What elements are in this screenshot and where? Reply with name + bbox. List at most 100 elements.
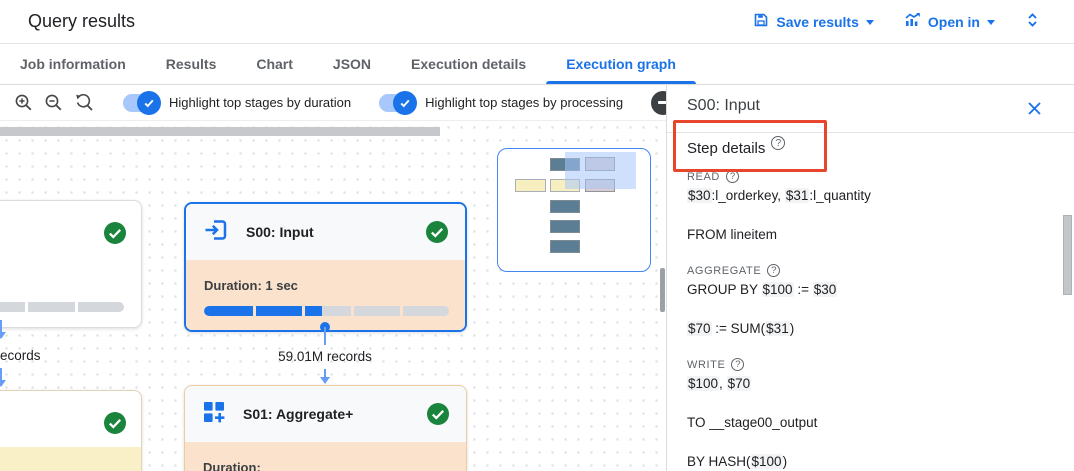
- tab-label: JSON: [332, 56, 372, 72]
- stage-duration: Duration: 1 sec: [204, 278, 298, 293]
- tab-chart[interactable]: Chart: [236, 44, 313, 84]
- save-results-label: Save results: [776, 13, 859, 30]
- unfold-icon: [1025, 12, 1040, 31]
- success-check-icon: [103, 411, 127, 435]
- input-stage-icon: [202, 216, 230, 249]
- edge-line: [324, 327, 326, 345]
- minimap-viewport[interactable]: [565, 152, 636, 189]
- text-segment: :l_quantity: [809, 188, 871, 203]
- variable-token: $31: [765, 321, 790, 336]
- minimap-stage-rect: [550, 220, 580, 233]
- stage-card-body: Duration: 1 sec: [186, 260, 465, 330]
- variable-token: $100: [761, 282, 794, 297]
- stage-card-header: S00: Input: [186, 204, 465, 260]
- execution-graph-pane: Highlight top stages by duration Highlig…: [0, 85, 666, 471]
- close-panel-button[interactable]: [1024, 98, 1044, 118]
- progress-segment-gap: [351, 306, 354, 316]
- content-area: Highlight top stages by duration Highlig…: [0, 85, 1074, 471]
- variable-token: $70: [687, 321, 712, 336]
- help-icon[interactable]: [731, 358, 745, 371]
- section-line: TO __stage00_output: [687, 413, 1038, 433]
- text-segment: ): [789, 321, 795, 336]
- edge-arrow-icon: [320, 377, 330, 384]
- settings-toggle-off[interactable]: [651, 90, 666, 115]
- stage-card-s00[interactable]: S00: Input Duration: 1 sec: [184, 202, 467, 332]
- help-icon[interactable]: [767, 264, 781, 277]
- header-bar: Query results Save results Open in: [0, 0, 1074, 44]
- variable-token: $30: [687, 188, 712, 203]
- zoom-in-button[interactable]: [14, 90, 34, 116]
- active-tab-underline: [546, 81, 696, 84]
- section-label: AGGREGATE: [687, 264, 762, 277]
- open-in-label: Open in: [927, 13, 980, 30]
- tab-label: Execution details: [411, 56, 527, 72]
- horizontal-scrollbar[interactable]: [0, 127, 440, 136]
- section-label-row: READ: [687, 170, 1038, 183]
- tab-results[interactable]: Results: [146, 44, 237, 84]
- highlight-duration-toggle[interactable]: [123, 90, 161, 115]
- highlight-processing-toggle[interactable]: [379, 90, 418, 115]
- minimap[interactable]: [497, 148, 651, 272]
- open-in-button[interactable]: Open in: [904, 12, 995, 31]
- stage-card-s01[interactable]: S01: Aggregate+ Duration:: [184, 385, 467, 471]
- tab-bar: Job information Results Chart JSON Execu…: [0, 44, 1074, 85]
- stage-card-partial-top[interactable]: [0, 200, 142, 328]
- text-segment: :l_orderkey,: [711, 188, 785, 203]
- edge-line: [324, 369, 326, 377]
- text-segment: TO __stage00_output: [687, 415, 818, 430]
- stage-card-partial-bottom[interactable]: [0, 390, 142, 471]
- stage-processing-highlight: [0, 447, 141, 471]
- section-line: FROM lineitem: [687, 225, 1038, 245]
- collapse-results-button[interactable]: [1025, 12, 1040, 31]
- text-segment: BY HASH(: [687, 454, 751, 469]
- help-icon[interactable]: [771, 136, 786, 150]
- toggle-check-icon: [393, 90, 418, 115]
- step-details-heading: Step details: [687, 136, 786, 157]
- progress-segment-gap: [25, 302, 29, 312]
- panel-section: AGGREGATE GROUP BY $100 := $30: [687, 264, 1038, 300]
- zoom-out-button[interactable]: [44, 90, 64, 116]
- section-line: $30:l_orderkey, $31:l_quantity: [687, 186, 1038, 206]
- section-line: GROUP BY $100 := $30: [687, 280, 1038, 300]
- panel-title: S00: Input: [687, 97, 760, 114]
- toggle-check-icon: [137, 90, 161, 115]
- minimap-stage-rect: [550, 240, 580, 253]
- progress-segment-gap: [302, 306, 305, 316]
- chart-icon: [904, 12, 921, 31]
- section-label-row: WRITE: [687, 358, 1038, 371]
- section-line: BY HASH($100): [687, 452, 1038, 471]
- edge-record-count: 59.01M records: [278, 349, 372, 364]
- help-icon[interactable]: [725, 170, 739, 183]
- tab-job-information[interactable]: Job information: [0, 44, 146, 84]
- minimap-stage-rect: [515, 179, 546, 192]
- progress-segment-gap: [400, 306, 403, 316]
- highlight-processing-label: Highlight top stages by processing: [425, 95, 624, 110]
- tab-execution-details[interactable]: Execution details: [391, 44, 546, 84]
- aggregate-stage-icon: [201, 399, 227, 430]
- text-segment: :=: [793, 282, 813, 297]
- caret-down-icon: [865, 19, 874, 25]
- variable-token: $30: [812, 282, 838, 297]
- stage-title: S01: Aggregate+: [243, 406, 354, 422]
- header-actions: Save results Open in: [753, 12, 1074, 31]
- highlight-duration-label: Highlight top stages by duration: [169, 95, 352, 110]
- panel-section: WRITE$100, $70: [687, 358, 1038, 394]
- minimap-stage-rect: [550, 200, 580, 213]
- save-results-button[interactable]: Save results: [753, 12, 874, 31]
- tab-json[interactable]: JSON: [313, 44, 391, 84]
- reset-zoom-button[interactable]: [74, 90, 95, 116]
- step-details-label: Step details: [687, 140, 766, 157]
- stage-card-body: Duration:: [185, 442, 466, 471]
- variable-token: $31: [784, 188, 810, 203]
- toggle-dash-icon: [651, 90, 666, 115]
- panel-scrollbar[interactable]: [1063, 215, 1072, 295]
- variable-token: $100: [687, 376, 720, 391]
- section-line: $70 := SUM($31): [687, 319, 1038, 339]
- tab-execution-graph[interactable]: Execution graph: [546, 44, 696, 84]
- graph-canvas[interactable]: S00: Input Duration: 1 sec: [0, 121, 666, 471]
- highlight-duration-toggle-group: Highlight top stages by duration: [123, 90, 352, 115]
- vertical-scrollbar[interactable]: [660, 268, 665, 312]
- progress-segment-gap: [253, 306, 256, 316]
- panel-section: $70 := SUM($31): [687, 319, 1038, 339]
